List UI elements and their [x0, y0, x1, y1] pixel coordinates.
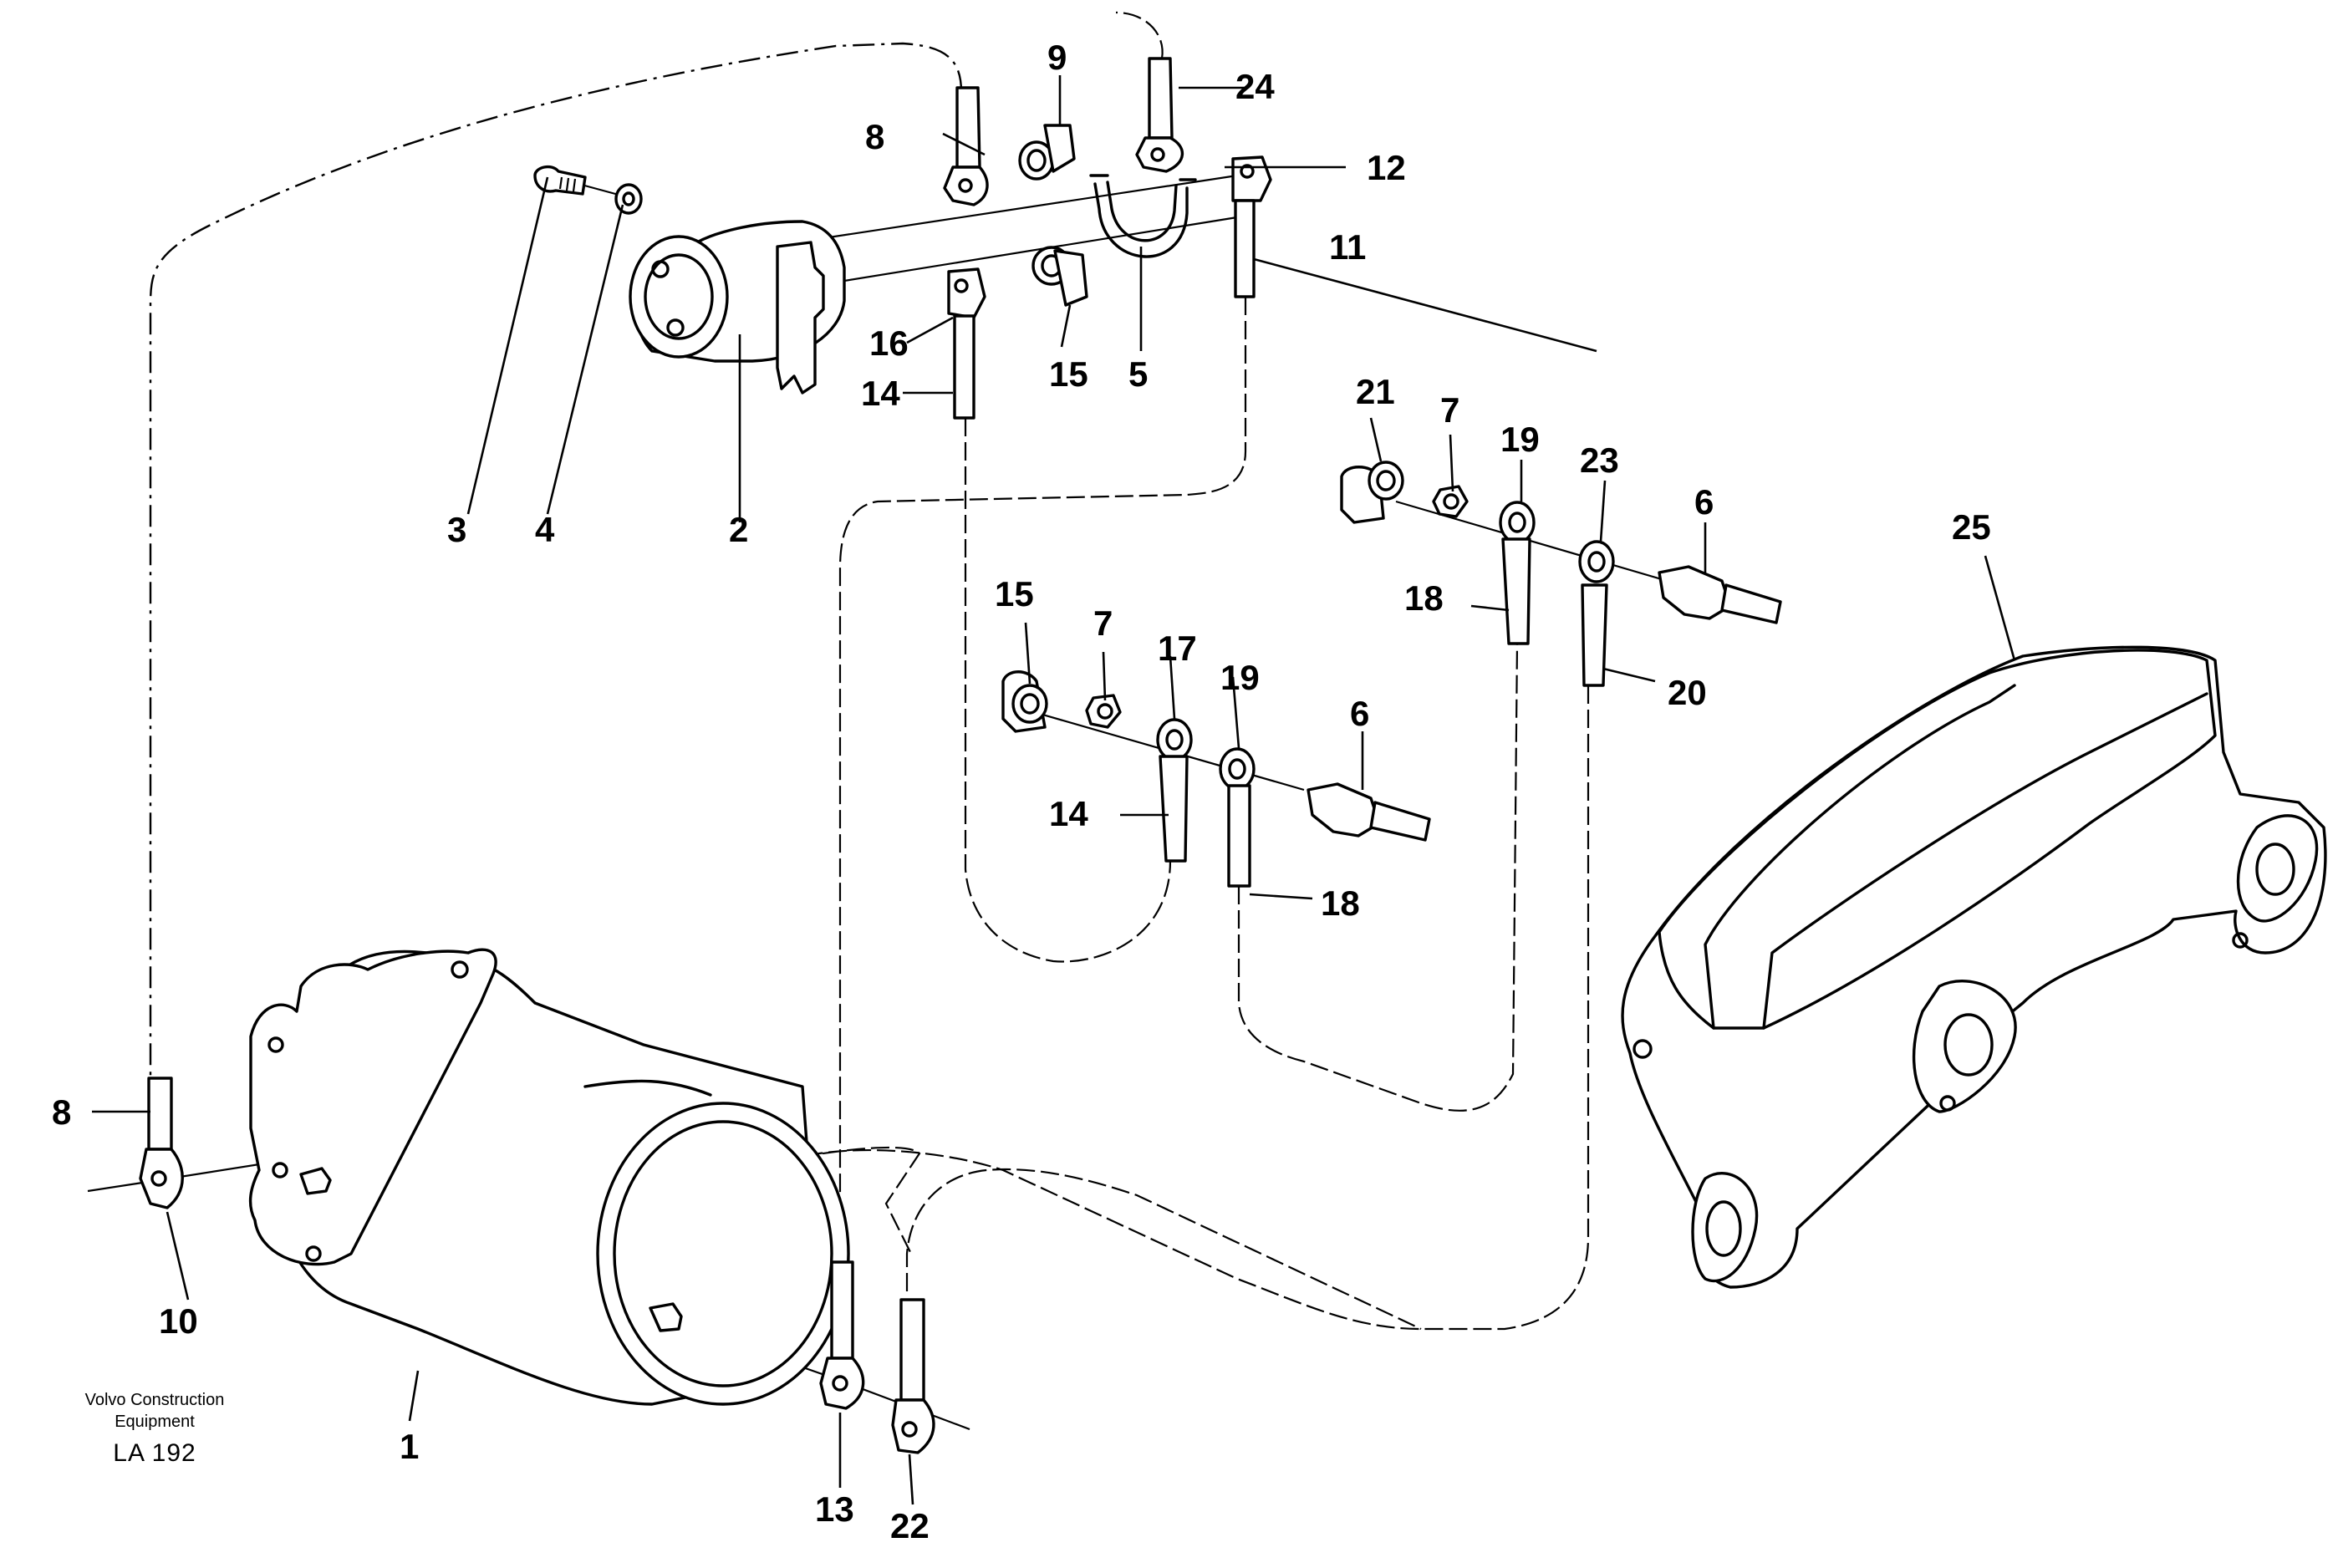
callout-18-upper: 18	[1404, 578, 1444, 618]
callout-9: 9	[1047, 38, 1067, 77]
relay-body	[629, 220, 846, 395]
callout-8-left: 8	[52, 1092, 71, 1132]
callout-25: 25	[1952, 507, 1991, 547]
callout-13: 13	[815, 1489, 854, 1529]
sensor-assembly-middle	[1001, 670, 1431, 888]
callout-12: 12	[1367, 148, 1406, 187]
washer	[614, 183, 643, 215]
callout-8-top: 8	[865, 117, 884, 156]
cable-lug-16	[947, 267, 986, 420]
callout-17: 17	[1158, 629, 1197, 668]
company-name-line1: Volvo Construction	[84, 1391, 225, 1409]
exhaust-manifold	[1621, 645, 2327, 1289]
callout-20: 20	[1668, 673, 1707, 712]
cable-lug-22	[891, 1298, 935, 1454]
callout-2: 2	[729, 510, 748, 549]
callout-5: 5	[1128, 354, 1148, 394]
callout-19-upper: 19	[1500, 420, 1540, 459]
callout-16: 16	[869, 323, 909, 363]
starter-motor	[248, 948, 850, 1406]
rubber-boot-15-upper	[1031, 246, 1088, 307]
callout-21: 21	[1356, 372, 1395, 411]
leader-lines	[92, 75, 2016, 1505]
screw	[533, 165, 587, 196]
sensor-assembly-right	[1340, 461, 1782, 687]
callout-14-lower: 14	[1049, 794, 1088, 833]
callout-18-lower: 18	[1321, 883, 1360, 923]
callout-14-upper: 14	[861, 374, 900, 413]
callout-labels: 1 2 3 4 5 6 6 7 7 8 8 9 10 11 12 13 14 1…	[52, 38, 1991, 1545]
drawing-code: LA 192	[113, 1439, 196, 1467]
callout-22: 22	[890, 1506, 930, 1545]
company-caption: Volvo Construction Equipment	[42, 1389, 267, 1433]
callout-1: 1	[400, 1427, 419, 1466]
callout-23: 23	[1580, 440, 1619, 480]
wire-8-to-8	[149, 42, 963, 1078]
callout-10: 10	[159, 1301, 198, 1341]
rubber-boot-9	[1018, 124, 1076, 181]
callout-24: 24	[1235, 67, 1275, 106]
company-name-line2: Equipment	[115, 1413, 195, 1431]
callout-15-lower: 15	[995, 574, 1034, 613]
callout-3: 3	[447, 510, 466, 549]
callout-7-middle: 7	[1093, 603, 1113, 643]
wire-11-to-14	[838, 297, 1247, 1287]
wire-24-loop	[1115, 11, 1164, 59]
wire-22-up	[905, 1168, 1422, 1330]
callout-11: 11	[1329, 227, 1366, 267]
callout-6-middle: 6	[1350, 694, 1369, 733]
cable-lug-top	[943, 86, 989, 206]
cable-lug-left	[139, 1077, 184, 1209]
wire-20-to-22	[809, 685, 1590, 1331]
callout-15-upper: 15	[1049, 354, 1088, 394]
cable-lug-12	[1231, 155, 1272, 298]
callout-4: 4	[535, 510, 555, 549]
cable-lug-13	[819, 1260, 865, 1410]
wire-14-loop	[964, 418, 1172, 963]
wire-18-loop	[1237, 643, 1519, 1112]
callout-6-right: 6	[1694, 482, 1714, 522]
jumper-strap	[1089, 174, 1197, 258]
callout-19-lower: 19	[1220, 658, 1260, 697]
cable-lug-24	[1135, 57, 1184, 173]
callout-7-right: 7	[1440, 390, 1459, 430]
